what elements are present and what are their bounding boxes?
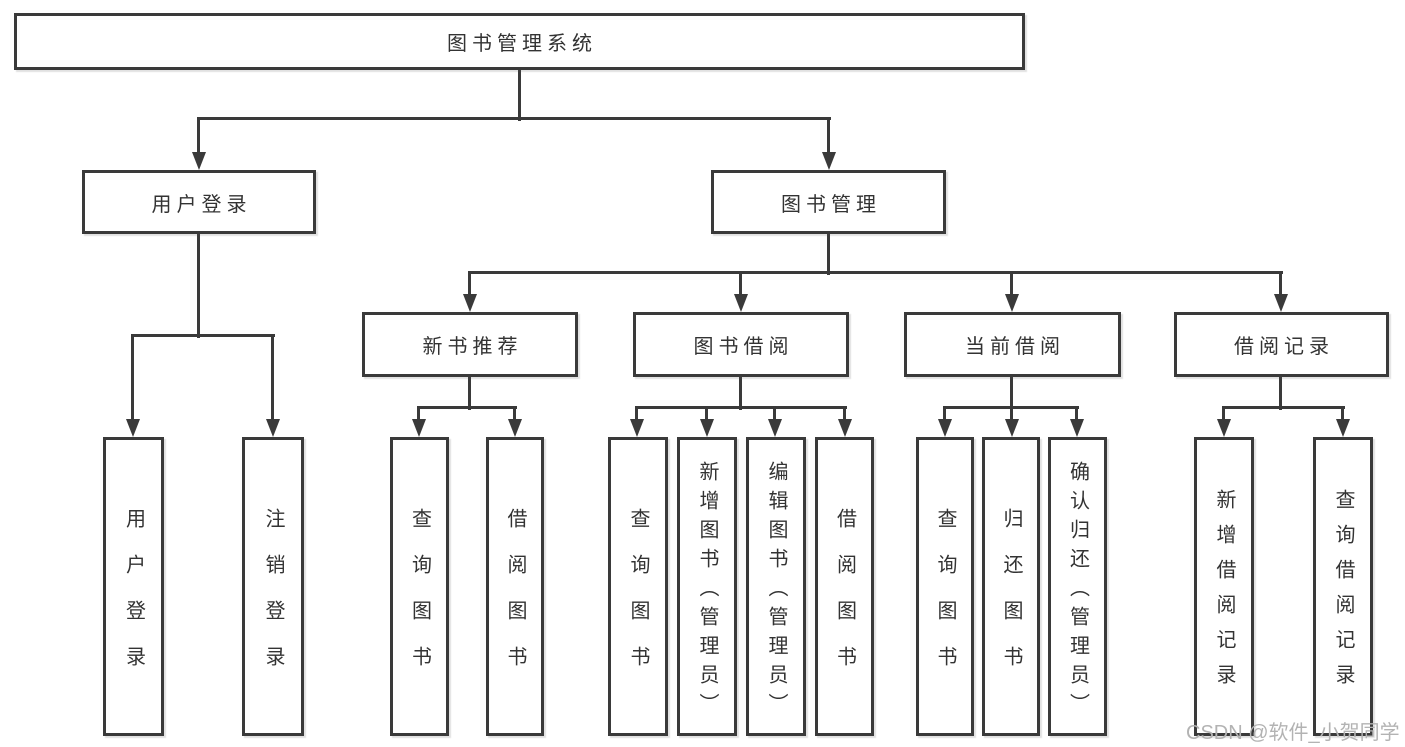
- node-book-mgmt-branch: 图书管理: [711, 170, 946, 234]
- connector-line: [843, 407, 846, 424]
- connector-line: [271, 335, 274, 424]
- connector-line: [468, 271, 1283, 274]
- leaf-query-books-cur: 查询图书: [916, 437, 974, 736]
- connector-line: [635, 407, 638, 424]
- connector-line: [513, 407, 516, 424]
- leaf-add-book-admin: 新增图书（管理员）: [677, 437, 737, 736]
- connector-arrowhead: [126, 419, 140, 437]
- node-book-mgmt-branch-label: 图书管理: [781, 193, 881, 216]
- leaf-user-login: 用户登录: [103, 437, 164, 736]
- connector-line: [131, 334, 275, 337]
- leaf-add-borrow-record-label: 新增借阅记录: [1213, 489, 1235, 699]
- connector-arrowhead: [1217, 419, 1231, 437]
- node-book-borrow: 图书借阅: [633, 312, 849, 377]
- connector-arrowhead: [1070, 419, 1084, 437]
- leaf-query-books-bb: 查询图书: [608, 437, 668, 736]
- connector-arrowhead: [412, 419, 426, 437]
- connector-line: [827, 118, 830, 157]
- leaf-confirm-return-admin-label: 确认归还（管理员）: [1066, 460, 1089, 722]
- connector-line: [518, 69, 521, 121]
- connector-line: [197, 234, 200, 338]
- leaf-confirm-return-admin: 确认归还（管理员）: [1048, 437, 1107, 736]
- connector-line: [1222, 407, 1225, 424]
- leaf-return-book: 归还图书: [982, 437, 1040, 736]
- leaf-add-book-admin-label: 新增图书（管理员）: [696, 460, 718, 722]
- connector-line: [739, 377, 742, 410]
- leaf-edit-book-admin: 编辑图书（管理员）: [746, 437, 806, 736]
- node-borrow-records: 借阅记录: [1174, 312, 1389, 377]
- leaf-query-books-rec: 查询图书: [390, 437, 449, 736]
- connector-arrowhead: [508, 419, 522, 437]
- leaf-borrow-books-rec-label: 借阅图书: [504, 507, 526, 692]
- leaf-borrow-books-bb: 借阅图书: [815, 437, 874, 736]
- leaf-logout-label: 注销登录: [262, 507, 284, 692]
- node-root: 图书管理系统: [14, 13, 1025, 70]
- connector-arrowhead: [266, 419, 280, 437]
- connector-arrowhead: [822, 152, 836, 170]
- node-user-login-branch-label: 用户登录: [151, 193, 252, 216]
- watermark: CSDN @软件_小贺同学: [1186, 722, 1400, 744]
- connector-line: [468, 272, 471, 299]
- connector-arrowhead: [1336, 419, 1350, 437]
- node-new-book-rec: 新书推荐: [362, 312, 578, 377]
- leaf-query-books-rec-label: 查询图书: [408, 507, 431, 692]
- connector-line: [635, 406, 847, 409]
- connector-arrowhead: [768, 419, 782, 437]
- connector-line: [417, 407, 420, 424]
- node-book-borrow-label: 图书借阅: [693, 336, 794, 358]
- connector-arrowhead: [734, 294, 748, 312]
- connector-line: [1010, 407, 1013, 424]
- node-borrow-records-label: 借阅记录: [1234, 336, 1334, 358]
- connector-line: [1010, 377, 1013, 410]
- leaf-return-book-label: 归还图书: [1000, 507, 1022, 692]
- connector-line: [417, 406, 517, 409]
- connector-arrowhead: [1274, 294, 1288, 312]
- connector-line: [705, 407, 708, 424]
- connector-line: [1279, 272, 1282, 299]
- leaf-borrow-books-bb-label: 借阅图书: [833, 507, 856, 692]
- connector-line: [197, 117, 831, 120]
- connector-line: [1279, 377, 1282, 410]
- connector-line: [773, 407, 776, 424]
- leaf-query-borrow-record-label: 查询借阅记录: [1332, 489, 1354, 699]
- connector-line: [1222, 406, 1345, 409]
- connector-line: [739, 272, 742, 299]
- connector-arrowhead: [630, 419, 644, 437]
- node-new-book-rec-label: 新书推荐: [422, 336, 523, 358]
- connector-arrowhead: [938, 419, 952, 437]
- connector-line: [1341, 407, 1344, 424]
- connector-arrowhead: [700, 419, 714, 437]
- connector-line: [1010, 272, 1013, 299]
- leaf-query-books-bb-label: 查询图书: [627, 507, 649, 692]
- connector-arrowhead: [1005, 294, 1019, 312]
- node-current-borrow-label: 当前借阅: [965, 336, 1065, 358]
- leaf-query-borrow-record: 查询借阅记录: [1313, 437, 1373, 736]
- leaf-add-borrow-record: 新增借阅记录: [1194, 437, 1254, 736]
- node-current-borrow: 当前借阅: [904, 312, 1121, 377]
- connector-line: [943, 407, 946, 424]
- connector-line: [827, 234, 830, 275]
- connector-arrowhead: [838, 419, 852, 437]
- leaf-borrow-books-rec: 借阅图书: [486, 437, 544, 736]
- leaf-logout: 注销登录: [242, 437, 304, 736]
- node-user-login-branch: 用户登录: [82, 170, 316, 234]
- leaf-edit-book-admin-label: 编辑图书（管理员）: [765, 460, 787, 722]
- leaf-user-login-label: 用户登录: [122, 507, 145, 692]
- connector-line: [1075, 407, 1078, 424]
- connector-arrowhead: [463, 294, 477, 312]
- connector-arrowhead: [1005, 419, 1019, 437]
- connector-arrowhead: [192, 152, 206, 170]
- connector-line: [197, 118, 200, 157]
- connector-line: [468, 377, 471, 410]
- connector-line: [131, 335, 134, 424]
- node-root-label: 图书管理系统: [447, 33, 597, 55]
- leaf-query-books-cur-label: 查询图书: [934, 507, 956, 692]
